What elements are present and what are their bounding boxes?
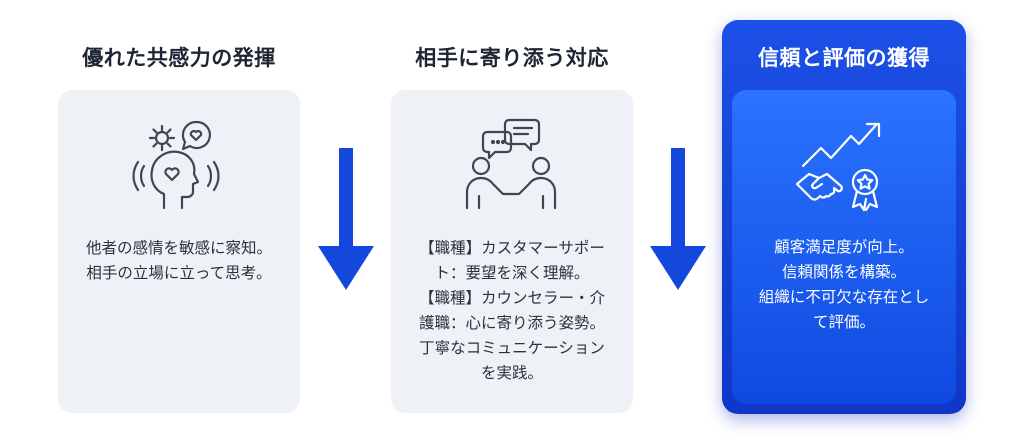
step-1-heading: 優れた共感力の発揮: [82, 46, 276, 70]
step-3-text: 顧客満足度が向上。 信頼関係を構築。 組織に不可欠な存在とし て評価。: [758, 238, 930, 331]
arrow-down-icon: [318, 148, 374, 290]
step-1-card: 他者の感情を敏感に察知。 相手の立場に立って思考。: [58, 90, 300, 413]
step-2-text: 【職種】カスタマーサポー ト：要望を深く理解。 【職種】カウンセラー・介 護職：…: [418, 239, 605, 382]
step-2-card: 【職種】カスタマーサポー ト：要望を深く理解。 【職種】カウンセラー・介 護職：…: [391, 90, 633, 413]
step-3: 信頼と評価の獲得 顧客満足度が向上。 信頼関係を構築。 組織に不可欠な存在とし …: [722, 20, 966, 414]
step-3-card: 顧客満足度が向上。 信頼関係を構築。 組織に不可欠な存在とし て評価。: [732, 90, 956, 404]
step-3-heading: 信頼と評価の獲得: [758, 46, 930, 70]
step-2-heading: 相手に寄り添う対応: [415, 46, 609, 70]
step-1-text: 他者の感情を敏感に察知。 相手の立場に立って思考。: [85, 239, 272, 282]
head-with-gear-heart-icon: [132, 120, 220, 210]
handshake-growth-award-icon: [795, 122, 881, 212]
arrow-down-icon: [650, 148, 706, 290]
people-conversation-icon: [465, 118, 557, 210]
